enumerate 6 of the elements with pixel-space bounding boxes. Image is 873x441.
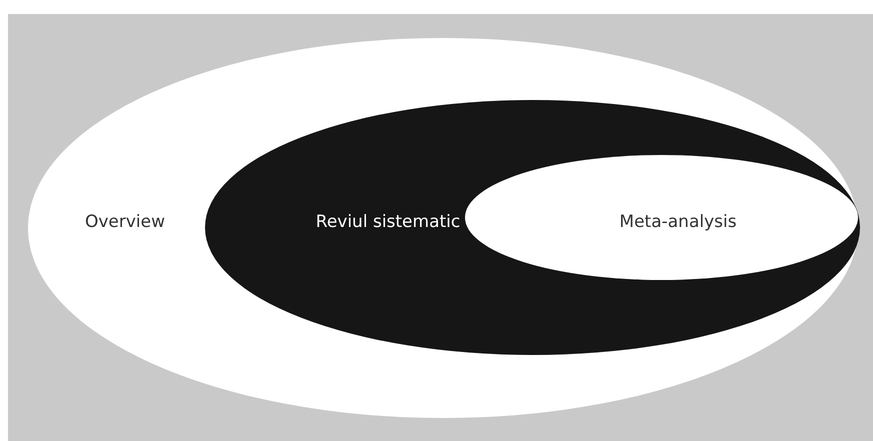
- region-label: Reviul sistematic: [316, 212, 460, 232]
- region-label: Overview: [84, 212, 166, 232]
- ellipse-region: [465, 155, 858, 280]
- ellipse-region: [205, 100, 860, 355]
- region-label: Meta-analysis: [619, 212, 737, 232]
- ellipse-region: [28, 38, 858, 418]
